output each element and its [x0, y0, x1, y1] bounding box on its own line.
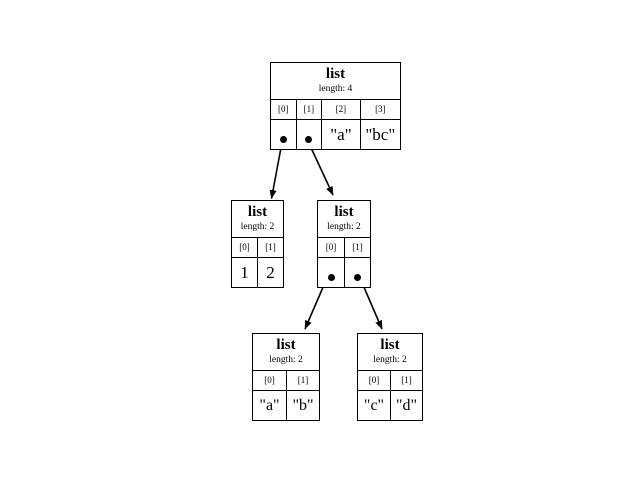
value-row: "c" "d" [358, 391, 422, 420]
index-cell: [1] [265, 242, 276, 252]
index-cell: [2] [322, 100, 361, 119]
pointer-dot-icon [305, 135, 313, 143]
pointer-cell [297, 120, 323, 149]
node-title: list [247, 204, 268, 220]
index-cell: [0] [271, 100, 297, 119]
value-cell: "d" [395, 397, 418, 414]
index-cell: [0] [358, 371, 391, 390]
list-node-child-a: list length: 2 [0] [1] 1 2 [231, 200, 284, 288]
value-cell: 2 [266, 263, 275, 282]
value-cell: 1 [232, 258, 258, 287]
index-cell: [1] [297, 100, 323, 119]
node-length-label: length: 2 [269, 355, 303, 365]
pointer-cell [318, 258, 345, 287]
index-row: [0] [1] [318, 238, 370, 258]
value-cell: "a" [322, 120, 361, 149]
node-length-label: length: 4 [318, 84, 353, 94]
node-header: list length: 4 [271, 63, 400, 100]
index-row: [0] [1] [2] [3] [271, 100, 400, 120]
value-cell: "a" [253, 391, 287, 420]
list-node-leaf-ab: list length: 2 [0] [1] "a" "b" [252, 333, 320, 421]
index-row: [0] [1] [232, 238, 283, 258]
list-node-leaf-cd: list length: 2 [0] [1] "c" "d" [357, 333, 423, 421]
node-header: list length: 2 [253, 334, 319, 371]
value-row [318, 258, 370, 287]
pointer-cell [345, 258, 370, 287]
node-length-label: length: 2 [327, 222, 361, 232]
pointer-dot-icon [354, 273, 361, 281]
index-cell: [0] [318, 238, 345, 257]
index-cell: [1] [297, 375, 309, 385]
pointer-cell [271, 120, 297, 149]
index-row: [0] [1] [358, 371, 422, 391]
index-cell: [0] [232, 238, 258, 257]
index-cell: [0] [253, 371, 287, 390]
value-cell: "bc" [365, 125, 396, 144]
list-node-child-b: list length: 2 [0] [1] [317, 200, 371, 288]
node-length-label: length: 2 [240, 222, 275, 232]
node-title: list [380, 337, 400, 353]
value-row: "a" "b" [253, 391, 319, 420]
index-cell: [1] [401, 375, 412, 385]
value-row: 1 2 [232, 258, 283, 287]
index-cell: [3] [375, 104, 386, 114]
node-title: list [334, 204, 354, 220]
node-header: list length: 2 [232, 201, 283, 238]
node-title: list [325, 66, 346, 82]
pointer-dot-icon [279, 135, 287, 143]
pointer-dot-icon [327, 273, 335, 281]
value-row: "a" "bc" [271, 120, 400, 149]
node-title: list [276, 337, 296, 353]
list-node-root: list length: 4 [0] [1] [2] [3] "a" "bc" [270, 62, 401, 150]
node-header: list length: 2 [358, 334, 422, 371]
value-cell: "c" [358, 391, 391, 420]
index-cell: [1] [352, 242, 363, 252]
value-cell: "b" [292, 397, 314, 414]
index-row: [0] [1] [253, 371, 319, 391]
node-header: list length: 2 [318, 201, 370, 238]
node-length-label: length: 2 [373, 355, 407, 365]
